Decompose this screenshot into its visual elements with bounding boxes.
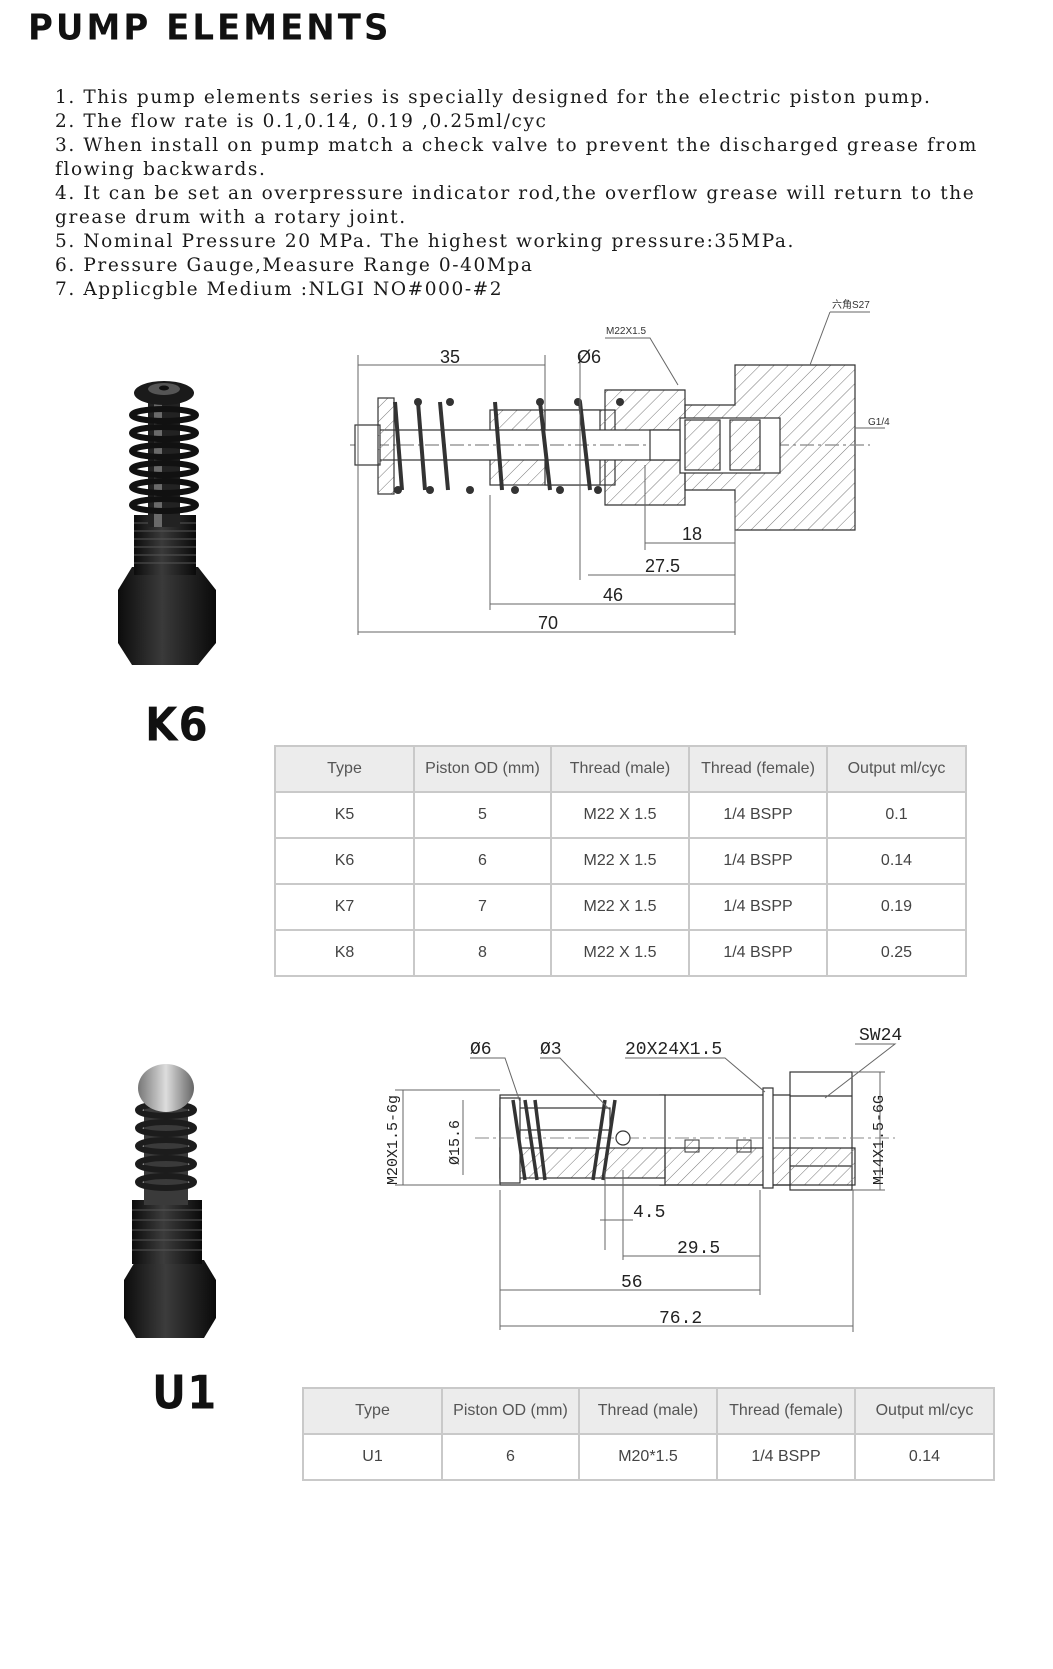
table-header-row: Type Piston OD (mm) Thread (male) Thread… — [302, 1387, 995, 1435]
u1-dim-phi15-6: Ø15.6 — [447, 1120, 464, 1165]
k6-technical-drawing: 35 Ø6 18 27.5 46 70 M22X1.5 六角S27 G1/4 — [350, 299, 890, 635]
spec-item: 5. Nominal Pressure 20 MPa. The highest … — [55, 231, 796, 252]
k6-dim-27-5: 27.5 — [645, 556, 680, 576]
table-cell: 0.19 — [826, 883, 967, 931]
k6-callout-port: G1/4 — [868, 417, 890, 428]
table-cell: 1/4 BSPP — [688, 791, 828, 839]
table-cell: 7 — [413, 883, 552, 931]
table-cell: U1 — [302, 1433, 443, 1481]
table-cell: 6 — [413, 837, 552, 885]
spec-item: 4. It can be set an overpressure indicat… — [55, 183, 976, 228]
spec-item: 1. This pump elements series is speciall… — [55, 87, 932, 108]
table-row: K5 5 M22 X 1.5 1/4 BSPP 0.1 — [274, 791, 967, 839]
table-header: Piston OD (mm) — [413, 745, 552, 793]
k6-product-photo — [118, 381, 216, 665]
u1-dim-phi6: Ø6 — [470, 1040, 492, 1060]
table-header-row: Type Piston OD (mm) Thread (male) Thread… — [274, 745, 967, 793]
k6-dim-phi6: Ø6 — [577, 347, 601, 367]
u1-dim-phi3: Ø3 — [540, 1040, 562, 1060]
spec-item: 3. When install on pump match a check va… — [55, 135, 978, 180]
table-cell: K5 — [274, 791, 415, 839]
spec-item: 7. Applicgble Medium :NLGI NO#000-#2 — [55, 279, 504, 300]
table-cell: 1/4 BSPP — [688, 929, 828, 977]
table-cell: 1/4 BSPP — [688, 837, 828, 885]
table-cell: M22 X 1.5 — [550, 883, 690, 931]
table-header: Thread (male) — [550, 745, 690, 793]
u1-model-label: U1 — [152, 1365, 218, 1420]
table-cell: 1/4 BSPP — [688, 883, 828, 931]
page-title: PUMP ELEMENTS — [28, 7, 392, 49]
k6-callout-thread: M22X1.5 — [606, 326, 646, 337]
table-cell: M22 X 1.5 — [550, 791, 690, 839]
table-cell: K8 — [274, 929, 415, 977]
k6-dim-18: 18 — [682, 524, 702, 544]
table-header: Output ml/cyc — [854, 1387, 995, 1435]
table-cell: 1/4 BSPP — [716, 1433, 856, 1481]
u1-dim-thread: 20X24X1.5 — [625, 1040, 722, 1060]
k6-dim-35: 35 — [440, 347, 460, 367]
u1-dim-4-5: 4.5 — [633, 1203, 665, 1223]
table-cell: K6 — [274, 837, 415, 885]
u1-dim-m20: M20X1.5-6g — [385, 1095, 402, 1185]
table-cell: 0.25 — [826, 929, 967, 977]
table-cell: 0.1 — [826, 791, 967, 839]
table-header: Thread (female) — [716, 1387, 856, 1435]
table-header: Piston OD (mm) — [441, 1387, 580, 1435]
table-cell: 0.14 — [854, 1433, 995, 1481]
table-cell: 6 — [441, 1433, 580, 1481]
table-cell: M20*1.5 — [578, 1433, 718, 1481]
table-header: Thread (male) — [578, 1387, 718, 1435]
table-cell: M22 X 1.5 — [550, 929, 690, 977]
table-cell: 8 — [413, 929, 552, 977]
u1-dim-29-5: 29.5 — [677, 1239, 720, 1259]
k6-spec-table: Type Piston OD (mm) Thread (male) Thread… — [274, 745, 967, 977]
u1-technical-drawing: Ø6 Ø3 20X24X1.5 SW24 M20X1.5-6g Ø15.6 M1… — [385, 1026, 902, 1332]
table-header: Output ml/cyc — [826, 745, 967, 793]
table-row: K8 8 M22 X 1.5 1/4 BSPP 0.25 — [274, 929, 967, 977]
k6-dim-70: 70 — [538, 613, 558, 633]
u1-dim-76-2: 76.2 — [659, 1309, 702, 1329]
table-cell: 0.14 — [826, 837, 967, 885]
k6-model-label: K6 — [145, 697, 209, 752]
table-row: K6 6 M22 X 1.5 1/4 BSPP 0.14 — [274, 837, 967, 885]
u1-dim-56: 56 — [621, 1273, 643, 1293]
table-cell: 5 — [413, 791, 552, 839]
table-header: Thread (female) — [688, 745, 828, 793]
table-cell: K7 — [274, 883, 415, 931]
table-row: K7 7 M22 X 1.5 1/4 BSPP 0.19 — [274, 883, 967, 931]
table-cell: M22 X 1.5 — [550, 837, 690, 885]
k6-callout-hex: 六角S27 — [832, 299, 870, 311]
spec-list: 1. This pump elements series is speciall… — [55, 86, 1045, 302]
table-header: Type — [274, 745, 415, 793]
u1-dim-m14: M14X1.5-6G — [871, 1095, 888, 1185]
u1-product-photo — [124, 1064, 216, 1338]
spec-item: 2. The flow rate is 0.1,0.14, 0.19 ,0.25… — [55, 111, 548, 132]
table-row: U1 6 M20*1.5 1/4 BSPP 0.14 — [302, 1433, 995, 1481]
u1-dim-sw24: SW24 — [859, 1026, 902, 1046]
k6-dim-46: 46 — [603, 585, 623, 605]
table-header: Type — [302, 1387, 443, 1435]
spec-item: 6. Pressure Gauge,Measure Range 0-40Mpa — [55, 255, 534, 276]
u1-spec-table: Type Piston OD (mm) Thread (male) Thread… — [302, 1387, 995, 1481]
